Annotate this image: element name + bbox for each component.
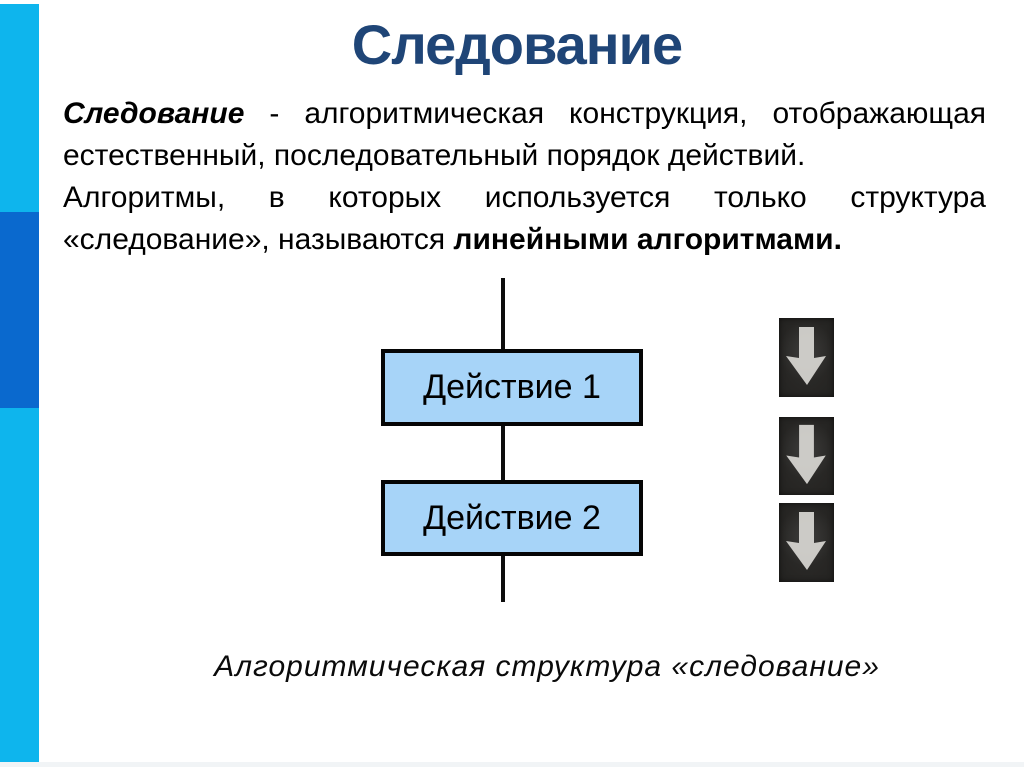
definition-line-2: естественный, последовательный порядок д… <box>63 139 806 172</box>
term-lead-text: Следование <box>63 97 245 130</box>
slide-title: Следование <box>351 13 683 76</box>
flowchart-box-1-label: Действие 1 <box>423 368 601 406</box>
flowchart-box-action-1: Действие 1 <box>381 349 643 426</box>
flowchart-vertical-line <box>501 278 505 602</box>
definition-line-4: «следование», называются линейными алгор… <box>63 219 986 261</box>
flowchart-box-2-label: Действие 2 <box>423 498 601 537</box>
left-accent-bar-dark-segment <box>0 212 39 408</box>
figure-caption: Алгоритмическая структура «следование» <box>214 650 880 683</box>
down-arrow-icon <box>779 503 834 582</box>
line4-lead-text: «следование», называются <box>63 223 454 256</box>
down-arrow-icon <box>779 318 834 397</box>
definition-line-3: Алгоритмы, в которых используется только… <box>63 181 986 214</box>
down-arrow-icon <box>779 417 834 495</box>
flowchart-box-action-2: Действие 2 <box>381 480 643 556</box>
linear-algorithms-bold-text: линейными алгоритмами. <box>453 223 842 256</box>
definition-paragraphs: Следование - алгоритмическая конструкция… <box>63 93 986 261</box>
definition-line-1: Следование - алгоритмическая конструкция… <box>63 93 986 135</box>
definition-rest-text: - алгоритмическая конструкция, отображаю… <box>244 97 986 130</box>
slide-bottom-edge <box>0 762 1024 767</box>
left-accent-bar <box>0 4 39 762</box>
